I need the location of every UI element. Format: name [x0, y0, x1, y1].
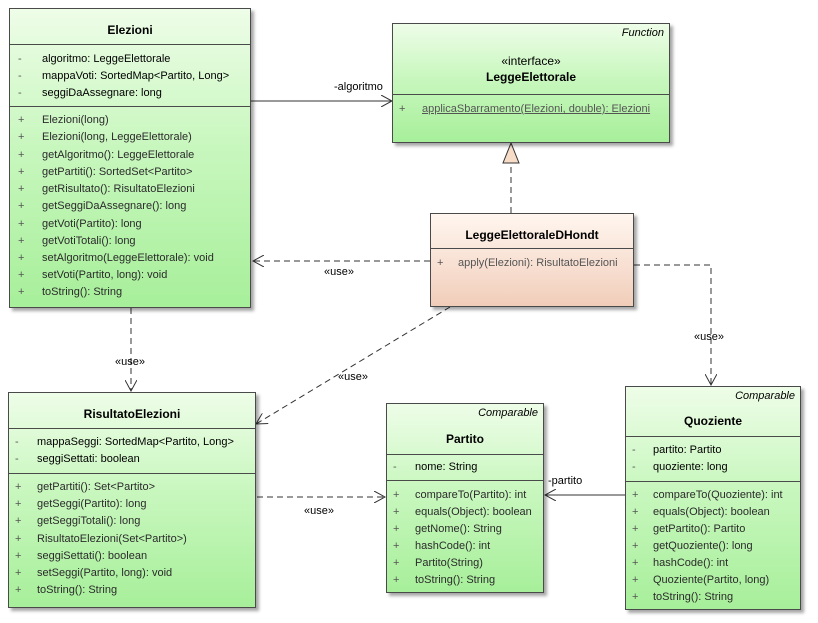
label-use-risultato-partito: «use» — [304, 505, 334, 517]
operation: equals(Object): boolean — [415, 506, 532, 518]
class-name: LeggeElettoraleDHondt — [465, 228, 599, 242]
interface-tag: Comparable — [735, 390, 795, 402]
operation: Elezioni(long, LeggeElettorale) — [42, 131, 192, 143]
operation: Quoziente(Partito, long) — [653, 574, 770, 586]
label-use-elezioni-risultato: «use» — [115, 356, 145, 368]
class-quoziente[interactable]: Comparable Quoziente - partito: Partito … — [625, 386, 801, 610]
operation: getPartiti(): SortedSet<Partito> — [42, 166, 193, 178]
operation: setSeggi(Partito, long): void — [37, 567, 173, 579]
label-use-dhondt-quoziente: «use» — [694, 331, 724, 343]
operation: toString(): String — [37, 584, 118, 596]
operation: seggiSettati(): boolean — [37, 550, 148, 562]
operation: getAlgoritmo(): LeggeElettorale — [42, 149, 195, 161]
operation: apply(Elezioni): RisultatoElezioni — [458, 257, 618, 269]
operation: setVoti(Partito, long): void — [42, 269, 168, 281]
operation: compareTo(Partito): int — [415, 489, 527, 501]
interface-legge-elettorale[interactable]: Function «interface» LeggeElettorale + a… — [392, 23, 670, 143]
operation: Partito(String) — [415, 557, 483, 569]
attribute: mappaSeggi: SortedMap<Partito, Long> — [37, 436, 234, 448]
operation: toString(): String — [415, 574, 496, 586]
operation: getRisultato(): RisultatoElezioni — [42, 183, 195, 195]
operation: applicaSbarramento(Elezioni, double): El… — [422, 103, 651, 115]
class-name: Partito — [445, 432, 484, 446]
dependency-dhondt-risultato — [256, 306, 451, 424]
operation: compareTo(Quoziente): int — [653, 489, 783, 501]
label-use-dhondt-risultato: «use» — [338, 371, 368, 383]
label-use-dhondt-elezioni: «use» — [324, 266, 354, 278]
operation: equals(Object): boolean — [653, 506, 770, 518]
attribute: mappaVoti: SortedMap<Partito, Long> — [42, 70, 230, 82]
operation: getSeggiTotali(): long — [37, 515, 141, 527]
attribute: algoritmo: LeggeElettorale — [42, 53, 171, 65]
operation: getPartiti(): Set<Partito> — [37, 481, 155, 493]
interface-tag: Comparable — [478, 407, 538, 419]
attribute: partito: Partito — [653, 444, 722, 456]
interface-tag: Function — [621, 27, 664, 39]
class-name: LeggeElettorale — [485, 70, 577, 84]
operation: Elezioni(long) — [42, 114, 109, 126]
operation: RisultatoElezioni(Set<Partito>) — [37, 533, 187, 545]
operation: hashCode(): int — [653, 557, 729, 569]
label-algoritmo: -algoritmo — [334, 81, 383, 93]
operation: getPartito(): Partito — [653, 523, 746, 535]
label-partito: -partito — [548, 475, 583, 487]
operation: getVotiTotali(): long — [42, 235, 136, 247]
operation: getSeggiDaAssegnare(): long — [42, 200, 187, 212]
operation: getVoti(Partito): long — [42, 218, 142, 230]
realization-arrowhead — [502, 141, 520, 164]
attribute: quoziente: long — [653, 461, 728, 473]
class-name: Quoziente — [683, 414, 742, 428]
operation: getSeggi(Partito): long — [37, 498, 147, 510]
stereotype: «interface» — [501, 54, 561, 68]
class-risultato-elezioni[interactable]: RisultatoElezioni - mappaSeggi: SortedMa… — [8, 392, 256, 608]
class-partito[interactable]: Comparable Partito - nome: String + comp… — [386, 403, 544, 593]
operation: toString(): String — [653, 591, 734, 603]
class-legge-elettorale-dhondt[interactable]: LeggeElettoraleDHondt + apply(Elezioni):… — [430, 213, 634, 307]
attribute: nome: String — [415, 461, 478, 473]
class-elezioni[interactable]: Elezioni - algoritmo: LeggeElettorale - … — [9, 8, 251, 308]
operation: toString(): String — [42, 286, 123, 298]
operation: hashCode(): int — [415, 540, 491, 552]
operation: getQuoziente(): long — [653, 540, 753, 552]
attribute: seggiDaAssegnare: long — [42, 87, 162, 99]
class-name: Elezioni — [107, 23, 153, 37]
class-name: RisultatoElezioni — [83, 407, 181, 421]
dependency-dhondt-quoziente — [634, 264, 711, 385]
attribute: seggiSettati: boolean — [37, 453, 140, 465]
operation: setAlgoritmo(LeggeElettorale): void — [42, 252, 214, 264]
operation: getNome(): String — [415, 523, 502, 535]
